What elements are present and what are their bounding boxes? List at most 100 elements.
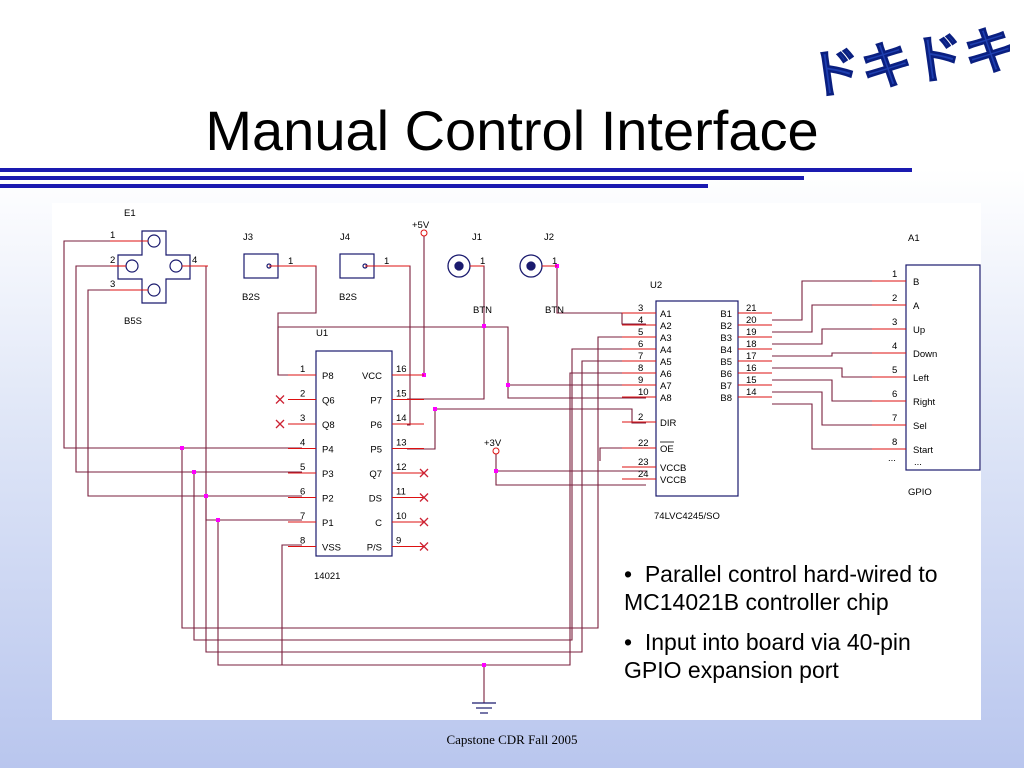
svg-text:B2S: B2S bbox=[339, 292, 357, 303]
u1-pin-number: 16 bbox=[396, 364, 407, 375]
u2-pin-number: 20 bbox=[746, 315, 757, 326]
u1-pin-label: P7 bbox=[370, 396, 382, 407]
svg-text:A1: A1 bbox=[908, 233, 920, 244]
divider-line bbox=[0, 176, 804, 180]
u1-pin-number: 6 bbox=[300, 487, 305, 498]
u2-pin-label: B3 bbox=[720, 333, 732, 344]
u1-pin-number: 15 bbox=[396, 389, 407, 400]
schematic-diagram: E1 1 2 3 4 B5S J3 1 B2S J4 1 B2S J1 1 BT… bbox=[63, 208, 981, 714]
u2-chip bbox=[655, 300, 739, 497]
no-connect-mark bbox=[419, 493, 429, 502]
u1-chip bbox=[315, 350, 393, 557]
slide-title: Manual Control Interface bbox=[205, 99, 819, 162]
u1-pin-number: 8 bbox=[300, 536, 305, 547]
u1-pin-number: 12 bbox=[396, 462, 407, 473]
u1-pin-label: Q7 bbox=[369, 469, 382, 480]
u2-pin-number: 5 bbox=[638, 327, 643, 338]
a1-pin-number: 8 bbox=[892, 437, 897, 448]
u1-pin-number: 10 bbox=[396, 511, 407, 522]
u2-pin-number: 24 bbox=[638, 469, 649, 480]
svg-text:...: ... bbox=[914, 457, 922, 468]
u2-pin-label: B8 bbox=[720, 393, 732, 404]
u1-pin-label: Q6 bbox=[322, 396, 335, 407]
j2-button bbox=[519, 254, 543, 278]
u2-pin-number: 9 bbox=[638, 375, 643, 386]
bullet-list: • Parallel control hard-wired to MC14021… bbox=[624, 560, 964, 696]
svg-text:1: 1 bbox=[384, 256, 389, 267]
svg-text:J2: J2 bbox=[544, 232, 554, 243]
a1-pin-number: 2 bbox=[892, 293, 897, 304]
schematic-panel: E1 1 2 3 4 B5S J3 1 B2S J4 1 B2S J1 1 BT… bbox=[52, 203, 981, 720]
svg-text:J1: J1 bbox=[472, 232, 482, 243]
no-connect-mark bbox=[275, 419, 285, 429]
u1-pin-label: P6 bbox=[370, 420, 382, 431]
u2-pin-number: 19 bbox=[746, 327, 757, 338]
svg-text:3: 3 bbox=[110, 279, 115, 290]
u2-pin-label: A8 bbox=[660, 393, 672, 404]
svg-text:J3: J3 bbox=[243, 232, 253, 243]
svg-text:BTN: BTN bbox=[545, 305, 564, 316]
u2-pin-label: A1 bbox=[660, 309, 672, 320]
u2-pin-label: A3 bbox=[660, 333, 672, 344]
bullet-item: • Parallel control hard-wired to MC14021… bbox=[624, 561, 938, 615]
u1-pin-number: 2 bbox=[300, 389, 305, 400]
a1-pin-number: 3 bbox=[892, 317, 897, 328]
u1-pin-label: P3 bbox=[322, 469, 334, 480]
u2-pin-label: B7 bbox=[720, 381, 732, 392]
u1-pin-label: Q8 bbox=[322, 420, 335, 431]
svg-text:1: 1 bbox=[110, 230, 115, 241]
u1-pin-number: 14 bbox=[396, 413, 407, 424]
u2-pin-number: 6 bbox=[638, 339, 643, 350]
a1-pin-number: 4 bbox=[892, 341, 897, 352]
u1-pin-label: VSS bbox=[322, 543, 341, 554]
u2-pin-label: VCCB bbox=[660, 475, 686, 486]
j1-button bbox=[447, 254, 471, 278]
u1-pin-number: 3 bbox=[300, 413, 305, 424]
no-connect-mark bbox=[419, 542, 429, 551]
divider-line bbox=[0, 168, 912, 172]
u2-pin-number: 22 bbox=[638, 438, 649, 449]
u2-pin-label: OE bbox=[660, 444, 674, 455]
u1-pin-label: P/S bbox=[367, 543, 382, 554]
u2-pin-number: 8 bbox=[638, 363, 643, 374]
no-connect-mark bbox=[275, 395, 285, 404]
u1-pin-label: P1 bbox=[322, 518, 334, 529]
u2-pin-number: 18 bbox=[746, 339, 757, 350]
u2-pin-label: B5 bbox=[720, 357, 732, 368]
a1-pin-number: 5 bbox=[892, 365, 897, 376]
u1-pin-number: 13 bbox=[396, 438, 407, 449]
u2-pin-label: A2 bbox=[660, 321, 672, 332]
u2-pin-label: VCCB bbox=[660, 463, 686, 474]
svg-text:U1: U1 bbox=[316, 328, 328, 339]
svg-text:J4: J4 bbox=[340, 232, 350, 243]
logo-text: ドキドキ bbox=[805, 20, 1010, 100]
u1-pin-number: 5 bbox=[300, 462, 305, 473]
a1-gpio-header bbox=[905, 264, 981, 471]
svg-text:14021: 14021 bbox=[314, 571, 340, 582]
u1-pin-label: P5 bbox=[370, 445, 382, 456]
u1-pin-label: P4 bbox=[322, 445, 334, 456]
svg-text:1: 1 bbox=[552, 256, 557, 267]
u2-pin-number: 21 bbox=[746, 303, 757, 314]
svg-text:B2S: B2S bbox=[242, 292, 260, 303]
u2-pin-label: A7 bbox=[660, 381, 672, 392]
u1-pin-label: VCC bbox=[362, 371, 382, 382]
u1-pin-number: 1 bbox=[300, 364, 305, 375]
vcc3-label: +3V bbox=[484, 438, 502, 449]
u2-pin-label: DIR bbox=[660, 418, 677, 429]
a1-pin-number: 7 bbox=[892, 413, 897, 424]
u2-pin-number: 4 bbox=[638, 315, 643, 326]
svg-text:4: 4 bbox=[192, 255, 197, 266]
u2-pin-number: 15 bbox=[746, 375, 757, 386]
u2-pin-label: A4 bbox=[660, 345, 672, 356]
slide-footer: Capstone CDR Fall 2005 bbox=[446, 732, 578, 747]
u2-pin-label: B1 bbox=[720, 309, 732, 320]
svg-text:U2: U2 bbox=[650, 280, 662, 291]
a1-pin-label: Up bbox=[913, 325, 925, 336]
u2-pin-label: A5 bbox=[660, 357, 672, 368]
svg-text:2: 2 bbox=[110, 255, 115, 266]
u2-pin-label: B4 bbox=[720, 345, 732, 356]
a1-pin-label: Right bbox=[913, 397, 936, 408]
logo: ドキドキ bbox=[805, 20, 1010, 100]
a1-pin-label: Left bbox=[913, 373, 929, 384]
